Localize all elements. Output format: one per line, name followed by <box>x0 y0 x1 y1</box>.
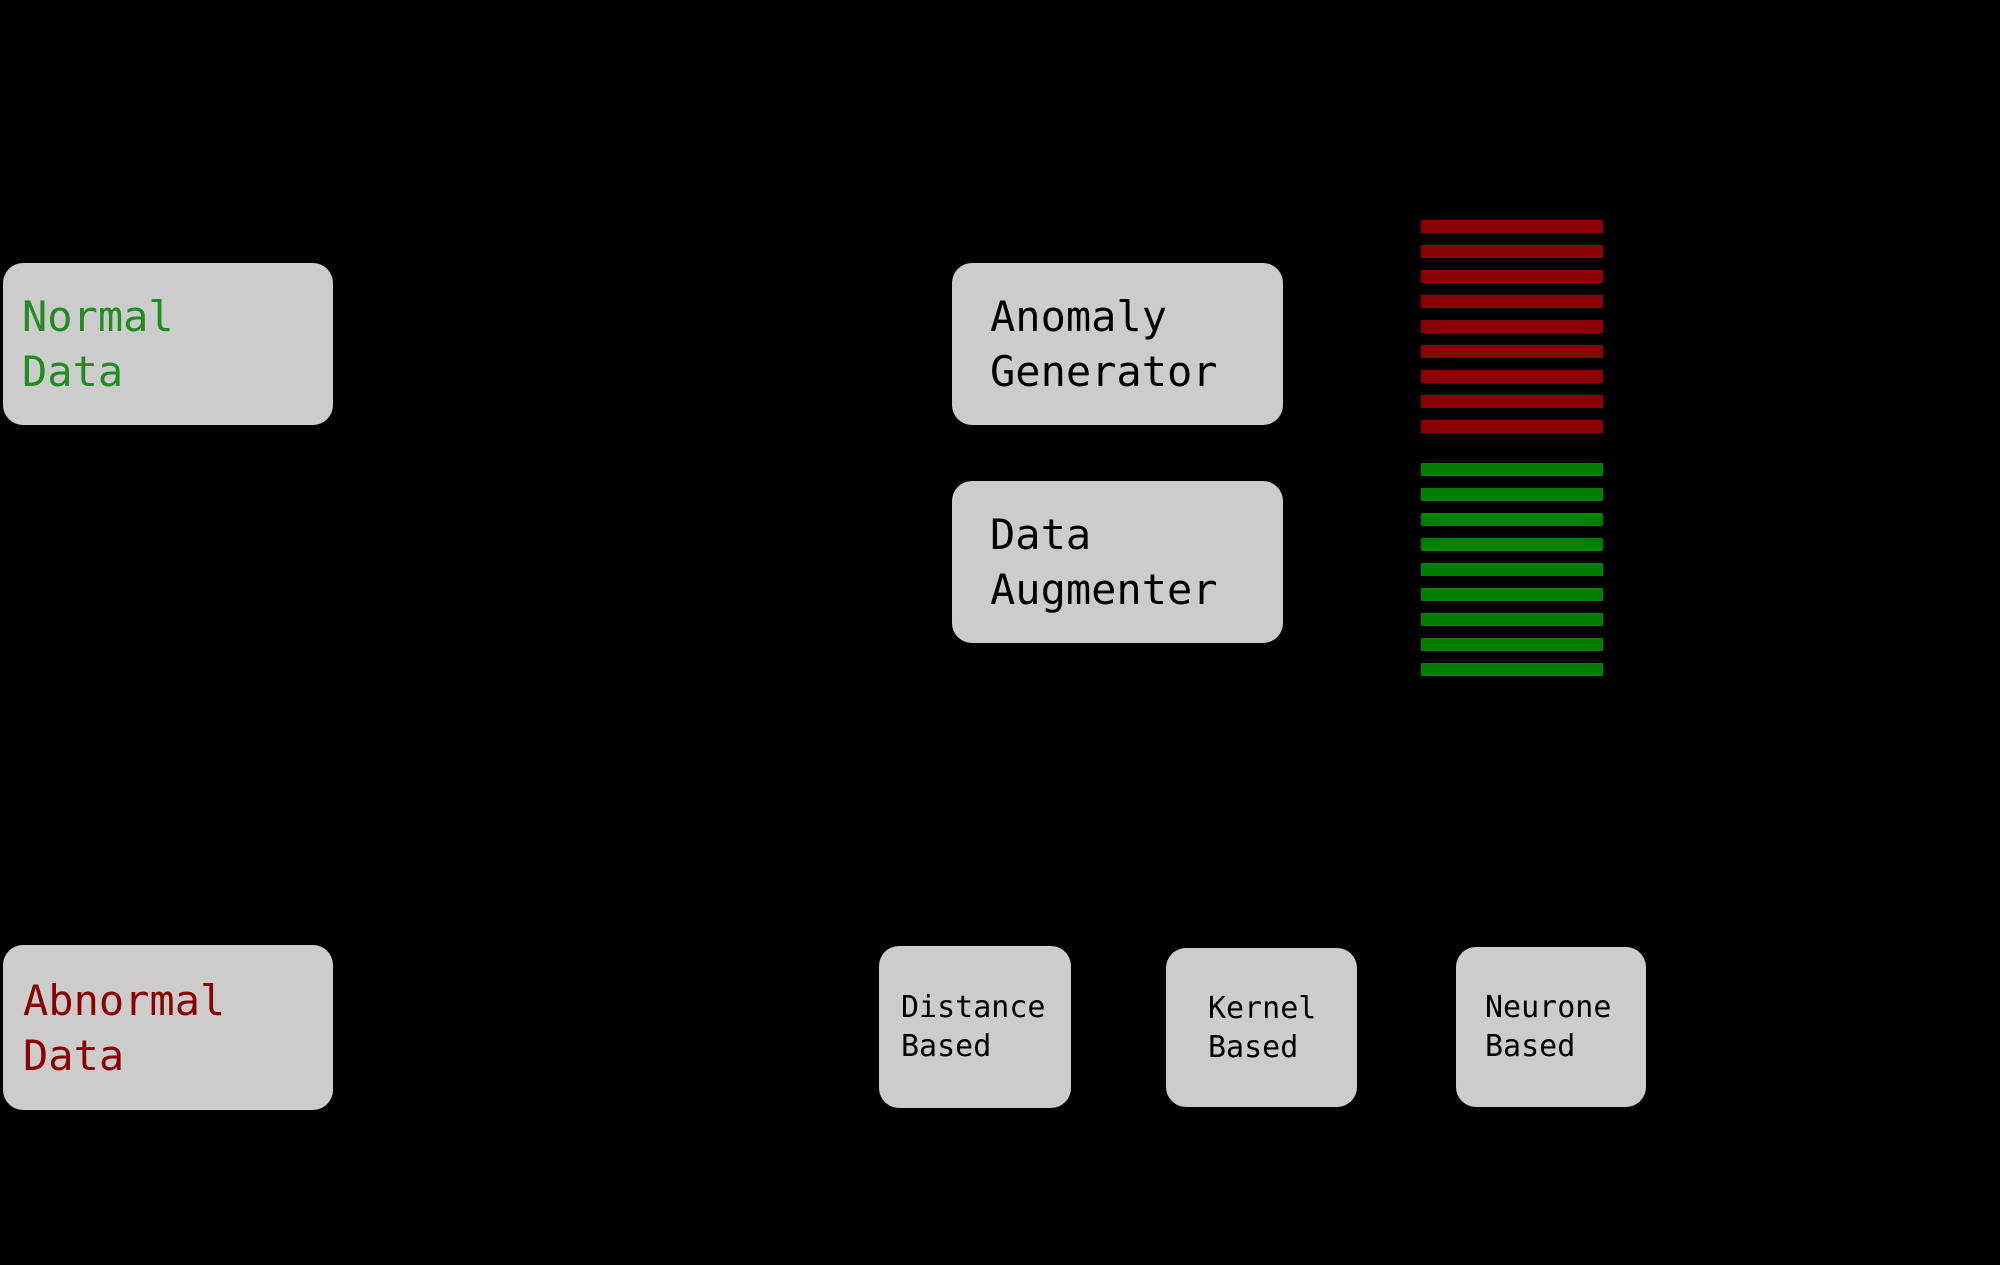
node-label-line: Neurone <box>1485 990 1612 1025</box>
data-sample-stripe <box>1421 613 1603 626</box>
node-label-line: Based <box>901 1029 992 1064</box>
node-abnormal-data: Abnormal Data <box>3 945 333 1110</box>
data-sample-stripe <box>1421 538 1603 551</box>
node-label-line: Data <box>23 1030 125 1080</box>
node-label-line: Data <box>990 510 1092 559</box>
node-label-line: Anomaly <box>990 292 1168 341</box>
data-sample-stripe <box>1421 345 1603 358</box>
data-sample-stripe <box>1421 245 1603 258</box>
data-sample-stripe <box>1421 663 1603 676</box>
data-sample-stripe <box>1421 638 1603 651</box>
data-sample-stripe <box>1421 588 1603 601</box>
anomalous-samples-stripes <box>1421 220 1603 433</box>
data-sample-stripe <box>1421 463 1603 476</box>
data-sample-stripe <box>1421 295 1603 308</box>
node-label-line: Distance <box>901 990 1046 1025</box>
data-sample-stripe <box>1421 513 1603 526</box>
node-kernel-based: Kernel Based <box>1166 948 1357 1107</box>
node-label-line: Based <box>1485 1029 1576 1064</box>
node-label-line: Data <box>22 347 124 396</box>
data-sample-stripe <box>1421 488 1603 501</box>
data-sample-stripe <box>1421 270 1603 283</box>
node-neurone-based: Neurone Based <box>1456 947 1646 1107</box>
data-sample-stripe <box>1421 420 1603 433</box>
data-sample-stripe <box>1421 370 1603 383</box>
data-sample-stripe <box>1421 220 1603 233</box>
node-label-line: Kernel <box>1208 990 1317 1026</box>
node-label-line: Augmenter <box>990 565 1218 614</box>
node-anomaly-generator: Anomaly Generator <box>952 263 1283 425</box>
node-normal-data: Normal Data <box>3 263 333 425</box>
node-label-line: Based <box>1208 1029 1299 1065</box>
node-label-line: Generator <box>990 347 1218 396</box>
data-sample-stripe <box>1421 320 1603 333</box>
data-sample-stripe <box>1421 563 1603 576</box>
data-sample-stripe <box>1421 395 1603 408</box>
node-label-line: Normal <box>22 292 174 341</box>
node-distance-based: Distance Based <box>879 946 1071 1108</box>
node-label-line: Abnormal <box>23 975 226 1025</box>
node-data-augmenter: Data Augmenter <box>952 481 1283 643</box>
augmented-normal-samples-stripes <box>1421 463 1603 676</box>
